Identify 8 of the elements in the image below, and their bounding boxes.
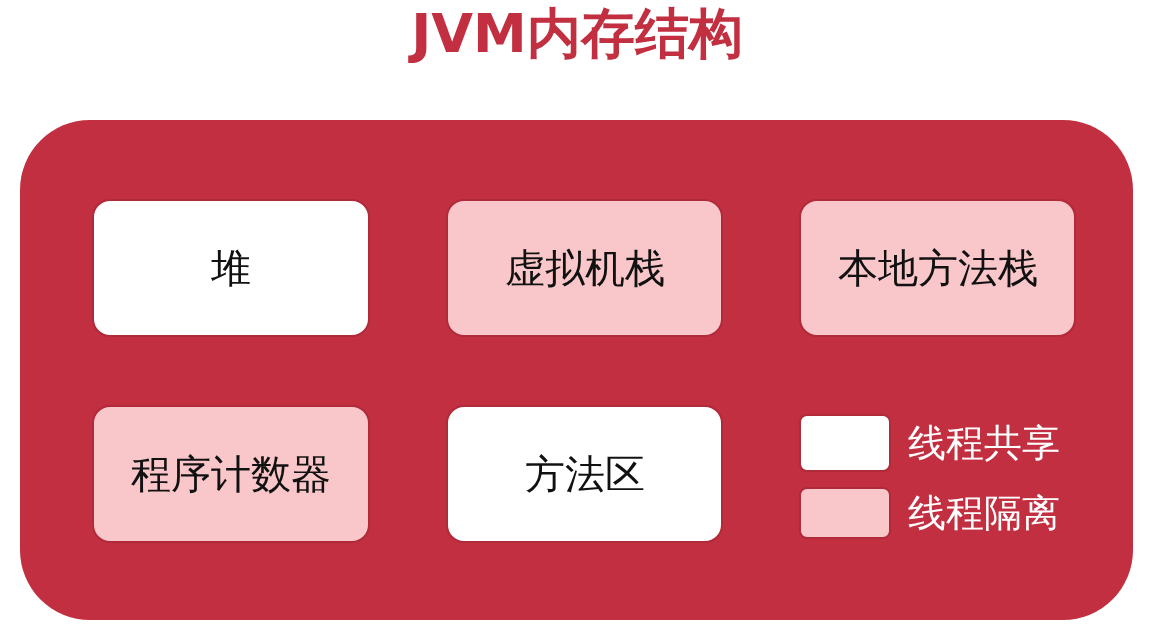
- memory-area-box: 堆: [92, 199, 370, 337]
- memory-area-box: 虚拟机栈: [446, 199, 723, 337]
- memory-area-box: 程序计数器: [92, 405, 370, 543]
- panel-background: [20, 120, 1133, 620]
- memory-area-box: 本地方法栈: [799, 199, 1076, 337]
- legend-label: 线程隔离: [908, 490, 1060, 536]
- memory-area-box: 方法区: [446, 405, 723, 543]
- legend-label: 线程共享: [908, 420, 1060, 466]
